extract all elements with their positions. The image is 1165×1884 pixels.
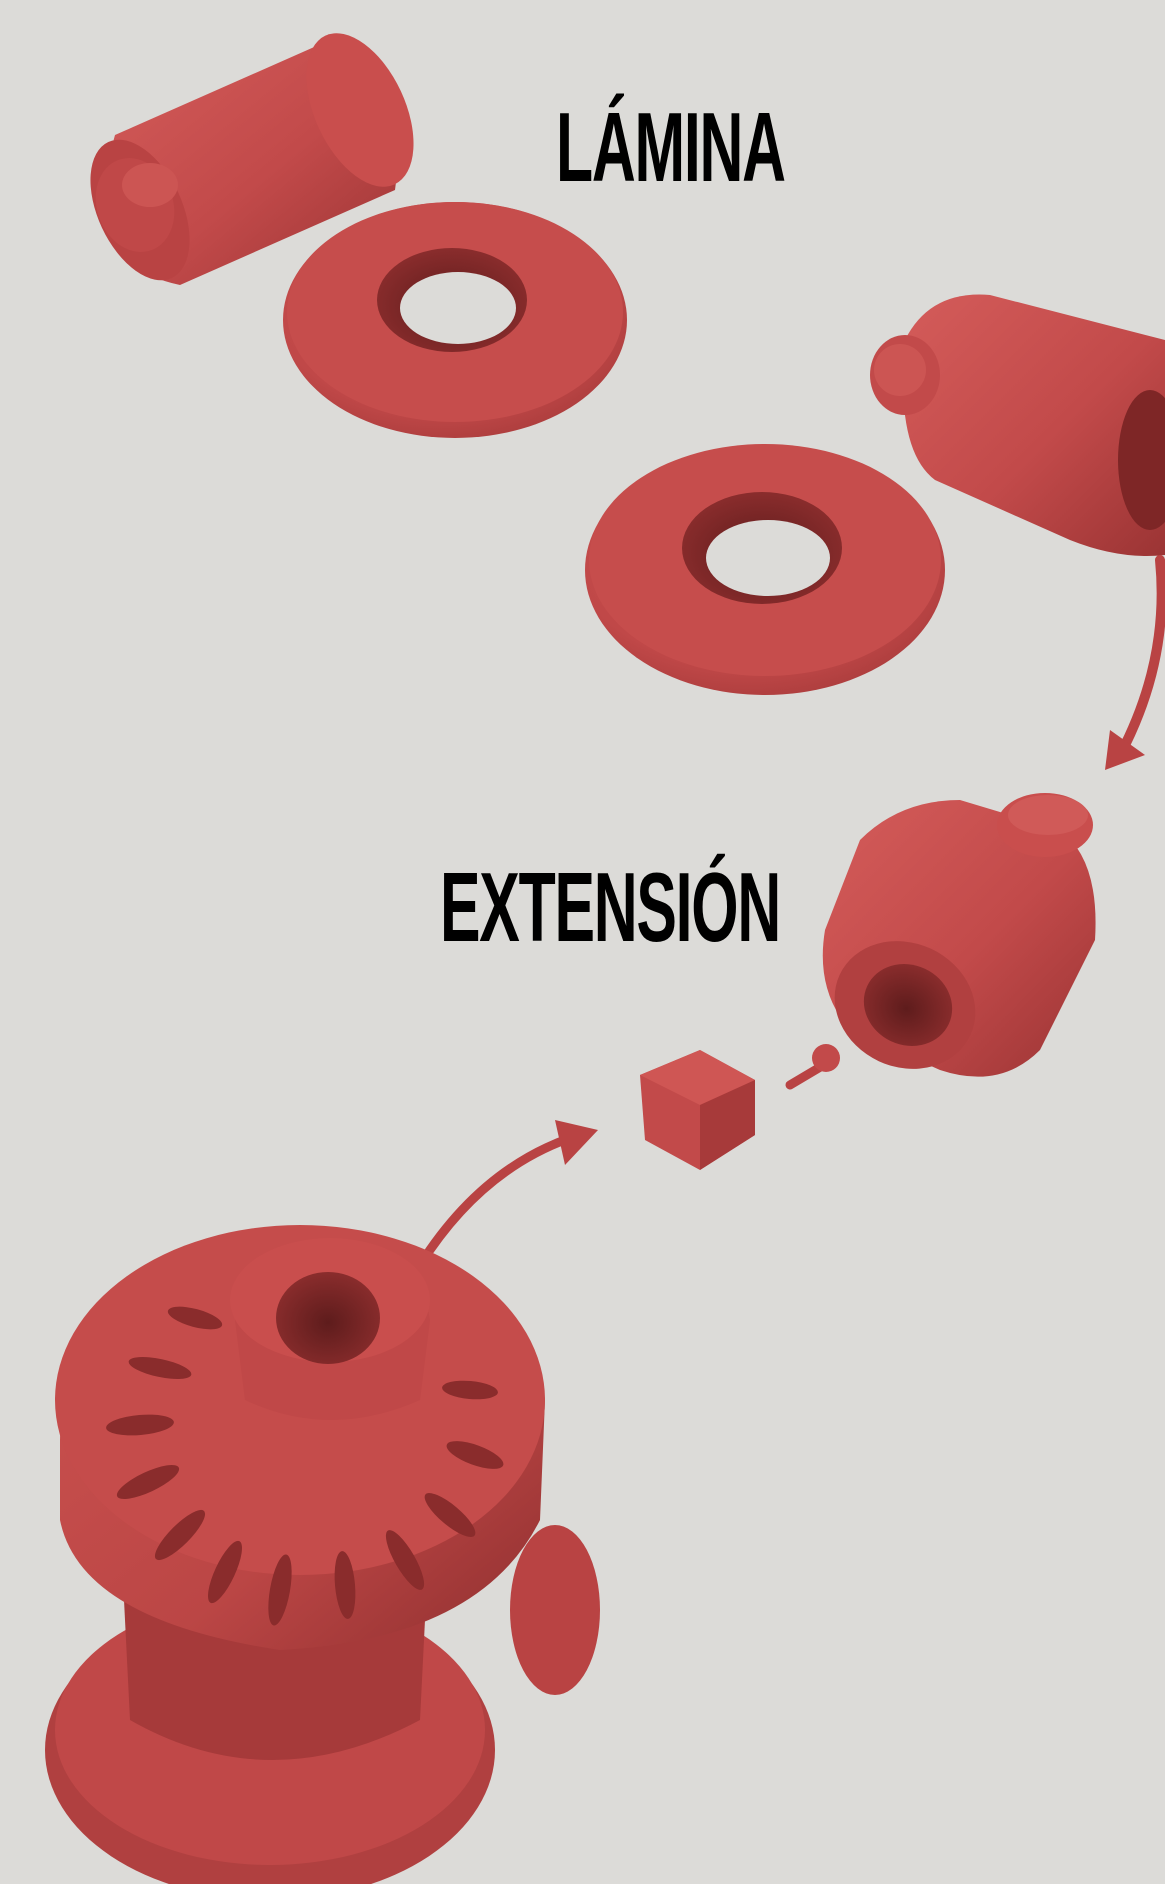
cylinder-connector-top-left [90,33,414,285]
small-pin [785,1044,840,1090]
small-cube [640,1050,755,1170]
arrow-base-to-cube [415,1120,598,1270]
cylinder-connector-right [870,294,1165,556]
lamina-label: LÁMINA [556,92,786,202]
ring-washer-middle [585,444,945,695]
spool-base [45,1225,600,1884]
arrow-right-down [1105,555,1165,770]
ring-washer-top [283,202,627,438]
extension-label: EXTENSIÓN [440,852,781,962]
hollow-cylinder-extension [822,793,1096,1077]
